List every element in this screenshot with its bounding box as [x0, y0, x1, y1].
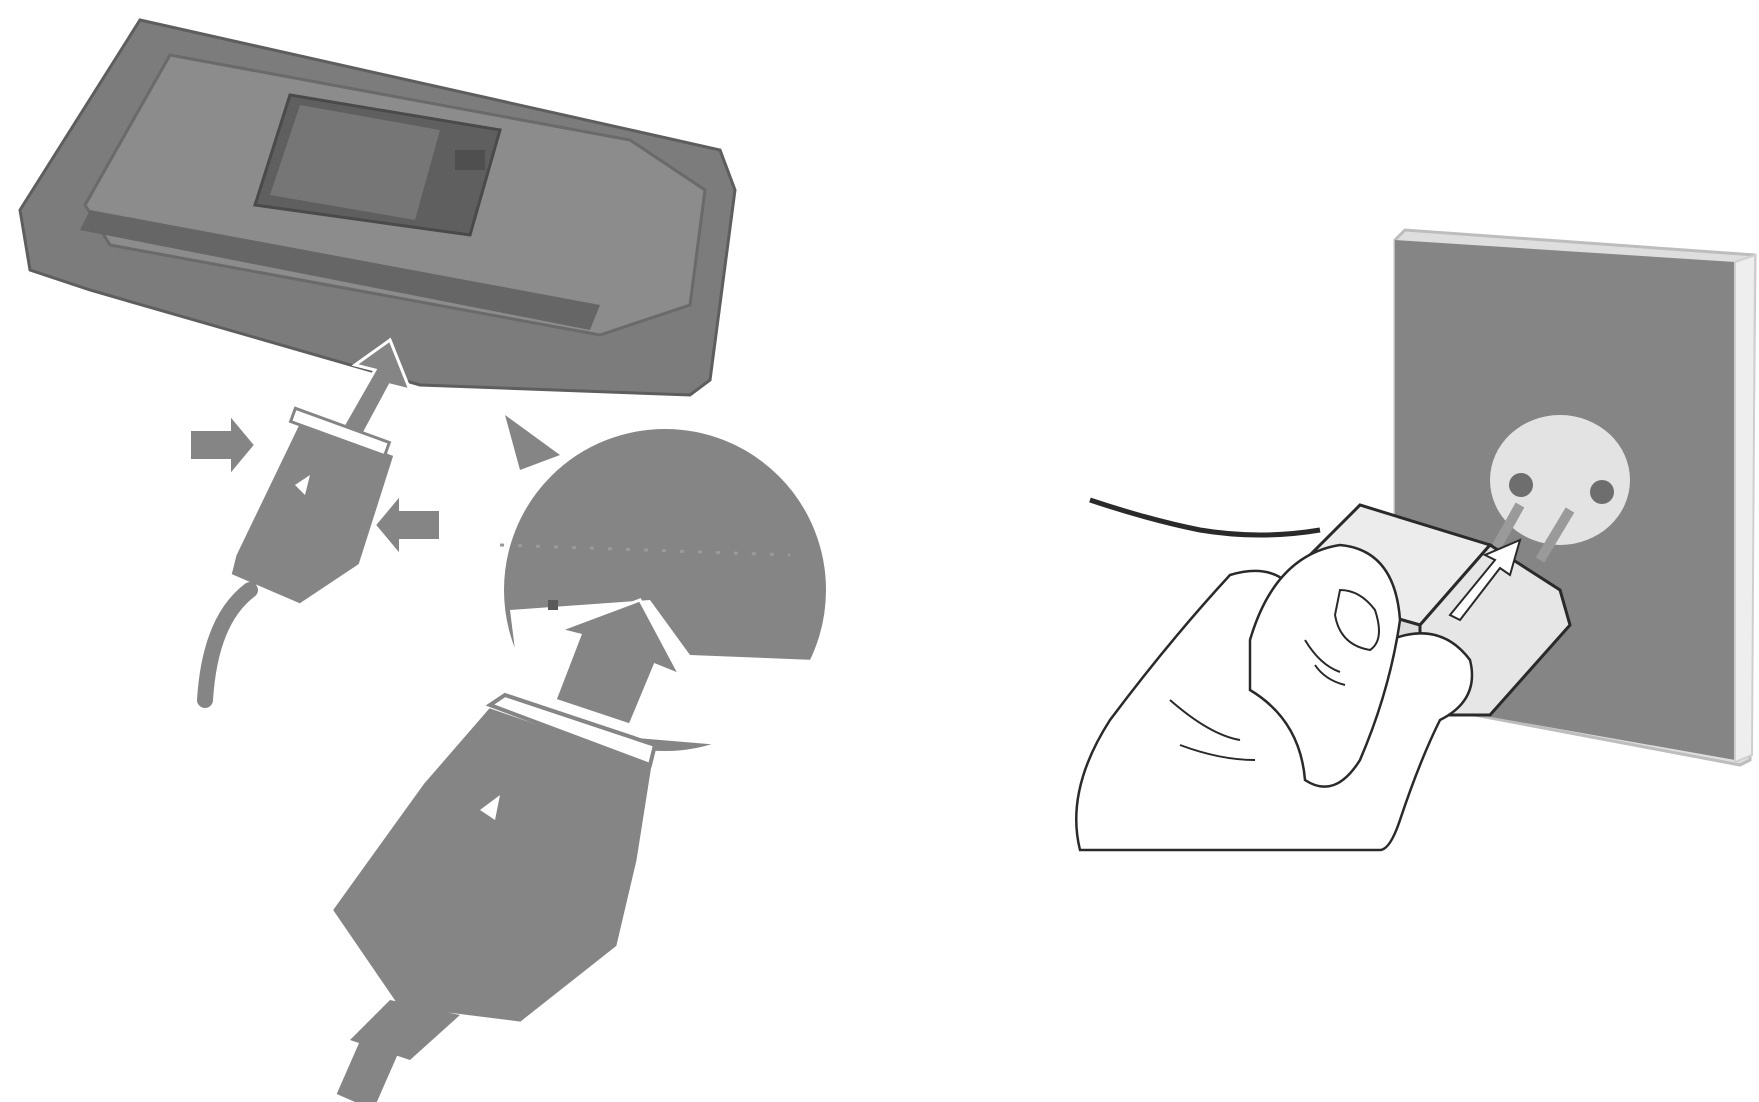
small-connector — [190, 408, 440, 700]
left-panel — [20, 20, 823, 1102]
magnifier-pointer — [505, 415, 560, 470]
right-panel — [1076, 230, 1755, 850]
flip-phone-icon — [20, 20, 735, 395]
wall-plate-side — [1735, 255, 1755, 762]
magnifier-spot — [548, 600, 558, 610]
large-connector-cable — [355, 1045, 380, 1102]
charger-cable — [205, 590, 250, 700]
large-connector — [335, 695, 655, 1102]
squeeze-arrow-icon — [375, 495, 440, 555]
phone-ports — [455, 150, 485, 170]
socket-hole — [1590, 480, 1614, 504]
squeeze-arrow-icon — [190, 415, 255, 475]
adapter-cable — [1090, 500, 1320, 535]
large-connector-body-icon — [335, 710, 650, 1020]
magnifier-circle-icon — [500, 415, 823, 748]
socket-hole — [1509, 473, 1533, 497]
